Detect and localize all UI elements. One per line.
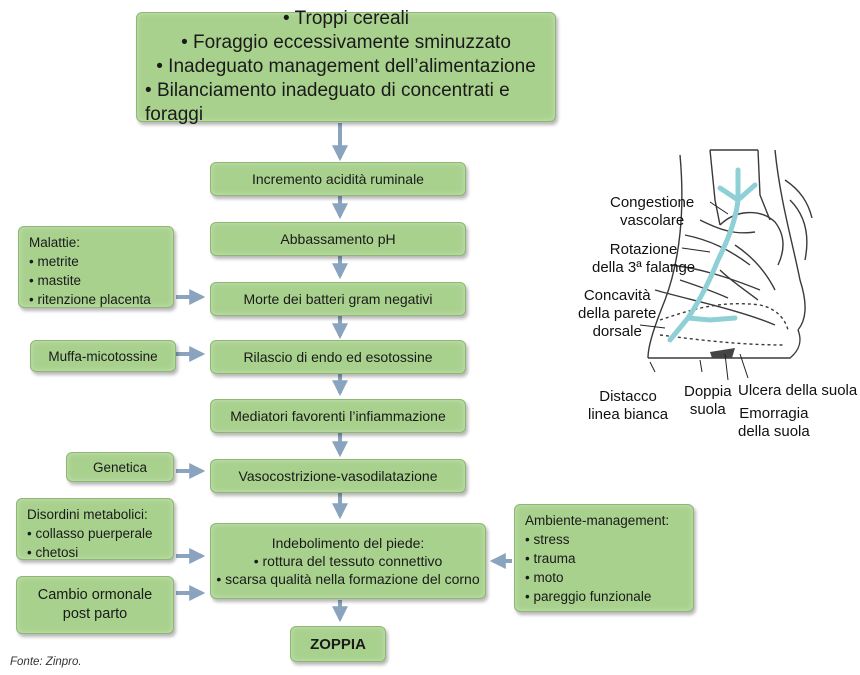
step-ph-drop: Abbassamento pH	[210, 222, 466, 256]
ambiente-title: Ambiente-management:	[525, 511, 683, 530]
cambio-ormonale-box: Cambio ormonale post parto	[16, 576, 174, 634]
cambio-line: post parto	[63, 605, 128, 624]
disordini-title: Disordini metabolici:	[27, 505, 163, 524]
label-line: Rotazione	[592, 241, 695, 259]
cause-item: • Foraggio eccessivamente sminuzzato	[181, 31, 511, 55]
muffa-box: Muffa-micotossine	[30, 340, 176, 372]
step-ruminal-acidity: Incremento acidità ruminale	[210, 162, 466, 196]
cause-item: • Inadeguato management dell’alimentazio…	[156, 55, 536, 79]
genetica-box: Genetica	[66, 452, 174, 482]
label-rotazione: Rotazione della 3ª falange	[592, 241, 695, 277]
step-toxin-release: Rilascio di endo ed esotossine	[210, 340, 466, 374]
list-item: pareggio funzionale	[525, 587, 683, 606]
label-ulcera: Ulcera della suola	[738, 382, 857, 400]
label-line: Concavità	[578, 287, 656, 305]
disordini-box: Disordini metabolici: collasso puerperal…	[16, 498, 174, 560]
step-bacteria-death: Morte dei batteri gram negativi	[210, 282, 466, 316]
label-line: della suola	[738, 423, 810, 441]
label-emorragia: Emorragia della suola	[738, 405, 810, 441]
label-line: Distacco	[588, 388, 668, 406]
label-line: dorsale	[578, 323, 656, 341]
cause-item: • Troppi cereali	[283, 7, 409, 31]
list-item: collasso puerperale	[27, 524, 163, 543]
source-note: Fonte: Zinpro.	[10, 656, 82, 668]
label-line: linea bianca	[588, 406, 668, 424]
label-distacco: Distacco linea bianca	[588, 388, 668, 424]
label-doppia-suola: Doppia suola	[684, 383, 732, 419]
label-line: della 3ª falange	[592, 259, 695, 277]
step-mediators: Mediatori favorenti l’infiammazione	[210, 399, 466, 433]
malattie-title: Malattie:	[29, 233, 163, 252]
weakening-item: • scarsa qualità nella formazione del co…	[216, 570, 479, 588]
list-item: stress	[525, 530, 683, 549]
step-vaso: Vasocostrizione-vasodilatazione	[210, 459, 466, 493]
list-item: metrite	[29, 252, 163, 271]
label-concavita: Concavità della parete dorsale	[578, 287, 656, 341]
weakening-item: • rottura del tessuto connettivo	[254, 552, 443, 570]
list-item: chetosi	[27, 543, 163, 562]
foot-weakening-box: Indebolimento del piede: • rottura del t…	[210, 523, 486, 599]
cambio-line: Cambio ormonale	[38, 586, 152, 605]
malattie-box: Malattie: metrite mastite ritenzione pla…	[18, 226, 174, 308]
label-line: suola	[684, 401, 732, 419]
list-item: moto	[525, 568, 683, 587]
label-line: vascolare	[610, 212, 694, 230]
label-line: Doppia	[684, 383, 732, 401]
label-line: Emorragia	[738, 405, 810, 423]
list-item: ritenzione placenta	[29, 290, 163, 309]
causes-box: • Troppi cereali • Foraggio eccessivamen…	[136, 12, 556, 122]
result-zoppia: ZOPPIA	[290, 626, 386, 662]
label-line: Congestione	[610, 194, 694, 212]
ambiente-box: Ambiente-management: stress trauma moto …	[514, 504, 694, 612]
label-congestione: Congestione vascolare	[610, 194, 694, 230]
list-item: trauma	[525, 549, 683, 568]
list-item: mastite	[29, 271, 163, 290]
label-line: della parete	[578, 305, 656, 323]
weakening-title: Indebolimento del piede:	[272, 534, 425, 552]
cause-item: • Bilanciamento inadeguato di concentrat…	[145, 79, 547, 127]
